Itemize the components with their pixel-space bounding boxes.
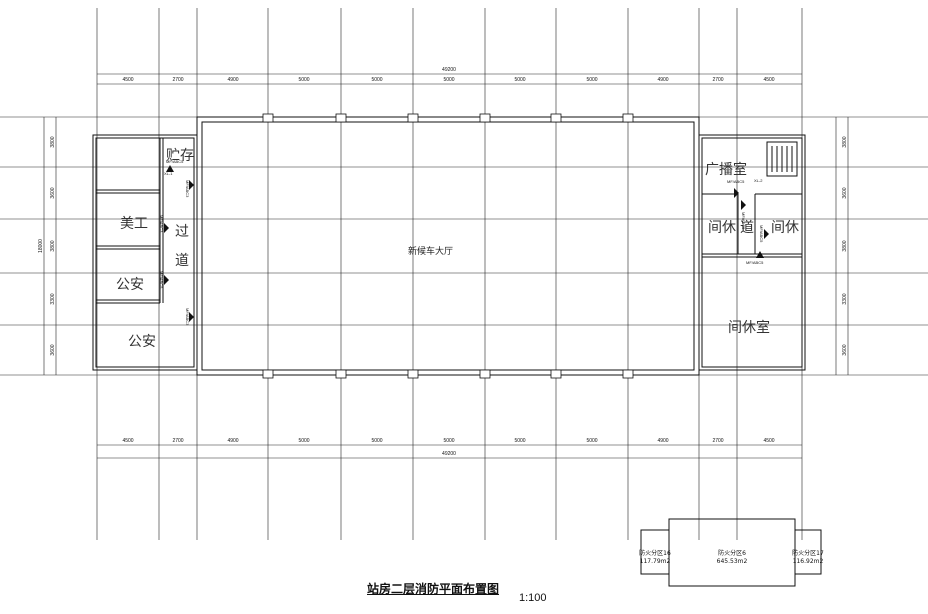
top-dim-4: 5000 (298, 77, 309, 83)
axis-grid (0, 8, 928, 540)
bottom-dim-1: 4500 (122, 438, 133, 444)
extinguisher-icon: MF/ABC3 (185, 308, 194, 326)
drawing-scale: 1:100 (519, 592, 547, 604)
zone-right-name: 防火分区17 (792, 549, 824, 557)
top-dim-11: 4500 (763, 77, 774, 83)
room-labels: 贮存 美工 过 道 公安 公安 新候车大厅 广播室 间休 道 间休 间休室 (116, 148, 799, 350)
extinguisher-icon: MF/ABC5 (759, 225, 769, 243)
right-dim-3: 3800 (842, 240, 848, 251)
extinguisher-label: MF/ABC5 (759, 225, 764, 243)
left-dim-4: 3300 (50, 293, 56, 304)
bottom-dim-5: 5000 (371, 438, 382, 444)
right-dim-1: 3800 (842, 136, 848, 147)
extinguisher-label: MF/ABC3 (185, 180, 190, 198)
riser-mark-right: XL-2 (754, 178, 763, 183)
top-dim-2: 2700 (172, 77, 183, 83)
extinguisher-icon: MF/ABC5 (741, 200, 746, 230)
corridor-right-label: 道 (740, 220, 754, 236)
zone-right-area: 116.92m2 (793, 558, 824, 565)
extinguisher-label: MF/ABC5 (166, 159, 184, 164)
extinguisher-label: MF/ABC3 (185, 308, 190, 326)
top-dim-7: 5000 (514, 77, 525, 83)
bottom-dim-3: 4900 (227, 438, 238, 444)
left-dimension-chain (43, 117, 57, 375)
right-dimension-labels: 3800 3600 3800 3300 3600 (842, 136, 848, 355)
building-walls (92, 116, 806, 376)
riser-mark-left: XL-1 (164, 171, 173, 176)
top-dim-1: 4500 (122, 77, 133, 83)
top-dim-3: 4900 (227, 77, 238, 83)
room-police-label-1: 公安 (116, 277, 144, 293)
top-dimension-chain (97, 73, 802, 85)
top-dim-9: 4900 (657, 77, 668, 83)
extinguisher-icon: MF/ABC3 (159, 215, 169, 233)
left-dimension-labels: 3800 3600 3800 3300 3600 18000 (38, 136, 56, 355)
room-police-label-2: 公安 (128, 334, 156, 350)
extinguisher-label: MF/ABC5 (727, 179, 745, 184)
top-dim-6: 5000 (443, 77, 454, 83)
top-dim-5: 5000 (371, 77, 382, 83)
bottom-dim-8: 5000 (586, 438, 597, 444)
bottom-dim-6: 5000 (443, 438, 454, 444)
fire-zone-legend-labels: 防火分区16 117.79m2 防火分区6 645.53m2 防火分区17 11… (639, 549, 824, 565)
corridor-left-label-2: 道 (175, 253, 189, 269)
bottom-dim-2: 2700 (172, 438, 183, 444)
left-dim-1: 3800 (50, 136, 56, 147)
left-total-dim: 18000 (38, 239, 44, 253)
top-dimension-labels: 49200 4500 2700 4900 5000 5000 5000 5000… (122, 67, 774, 83)
zone-center-area: 645.53m2 (717, 558, 748, 565)
extinguisher-label: MF/ABC5 (746, 260, 764, 265)
left-dim-3: 3800 (50, 240, 56, 251)
top-total-dim: 49200 (442, 67, 456, 73)
room-storage-label: 贮存 (166, 148, 194, 164)
bottom-dim-4: 5000 (298, 438, 309, 444)
left-dim-2: 3600 (50, 187, 56, 198)
left-dim-5: 3600 (50, 344, 56, 355)
room-rest-small-right-label: 间休 (771, 220, 799, 236)
bottom-dim-10: 2700 (712, 438, 723, 444)
bottom-dim-7: 5000 (514, 438, 525, 444)
top-dim-10: 2700 (712, 77, 723, 83)
bottom-dim-9: 4900 (657, 438, 668, 444)
bottom-dimension-chain (97, 444, 802, 459)
extinguisher-icon: MF/ABC5 (159, 271, 169, 289)
waiting-hall-label: 新候车大厅 (408, 245, 453, 257)
extinguisher-label: MF/ABC5 (741, 212, 746, 230)
extinguisher-label: MF/ABC5 (159, 271, 164, 289)
room-broadcast-label: 广播室 (705, 161, 747, 178)
extinguisher-icon: MF/ABC5 (746, 251, 764, 265)
room-rest-small-left-label: 间休 (708, 220, 736, 236)
bottom-dimension-labels: 4500 2700 4900 5000 5000 5000 5000 5000 … (122, 438, 774, 457)
right-dim-4: 3300 (842, 293, 848, 304)
right-dim-5: 3600 (842, 344, 848, 355)
right-dim-2: 3600 (842, 187, 848, 198)
drawing-title: 站房二层消防平面布置图 (367, 582, 500, 596)
extinguisher-icon: MF/ABC5 (166, 159, 184, 172)
zone-center-name: 防火分区6 (718, 549, 746, 557)
corridor-left-label-1: 过 (175, 224, 189, 240)
zone-left-name: 防火分区16 (639, 549, 671, 557)
extinguisher-icon: MF/ABC3 (185, 180, 194, 198)
bottom-total-dim: 49200 (442, 451, 456, 457)
zone-left-area: 117.79m2 (640, 558, 671, 565)
top-dim-8: 5000 (586, 77, 597, 83)
right-dimension-chain (835, 117, 849, 375)
fire-zone-legend (640, 518, 822, 587)
room-art-label: 美工 (120, 216, 148, 232)
extinguisher-icon: MF/ABC5 (727, 179, 745, 198)
extinguisher-label: MF/ABC3 (159, 215, 164, 233)
bottom-dim-11: 4500 (763, 438, 774, 444)
room-rest-label: 间休室 (728, 319, 770, 336)
wall-openings (262, 113, 634, 379)
fire-extinguishers: MF/ABC5 XL-1 MF/ABC3 MF/ABC3 MF/ABC5 MF/… (159, 159, 769, 326)
